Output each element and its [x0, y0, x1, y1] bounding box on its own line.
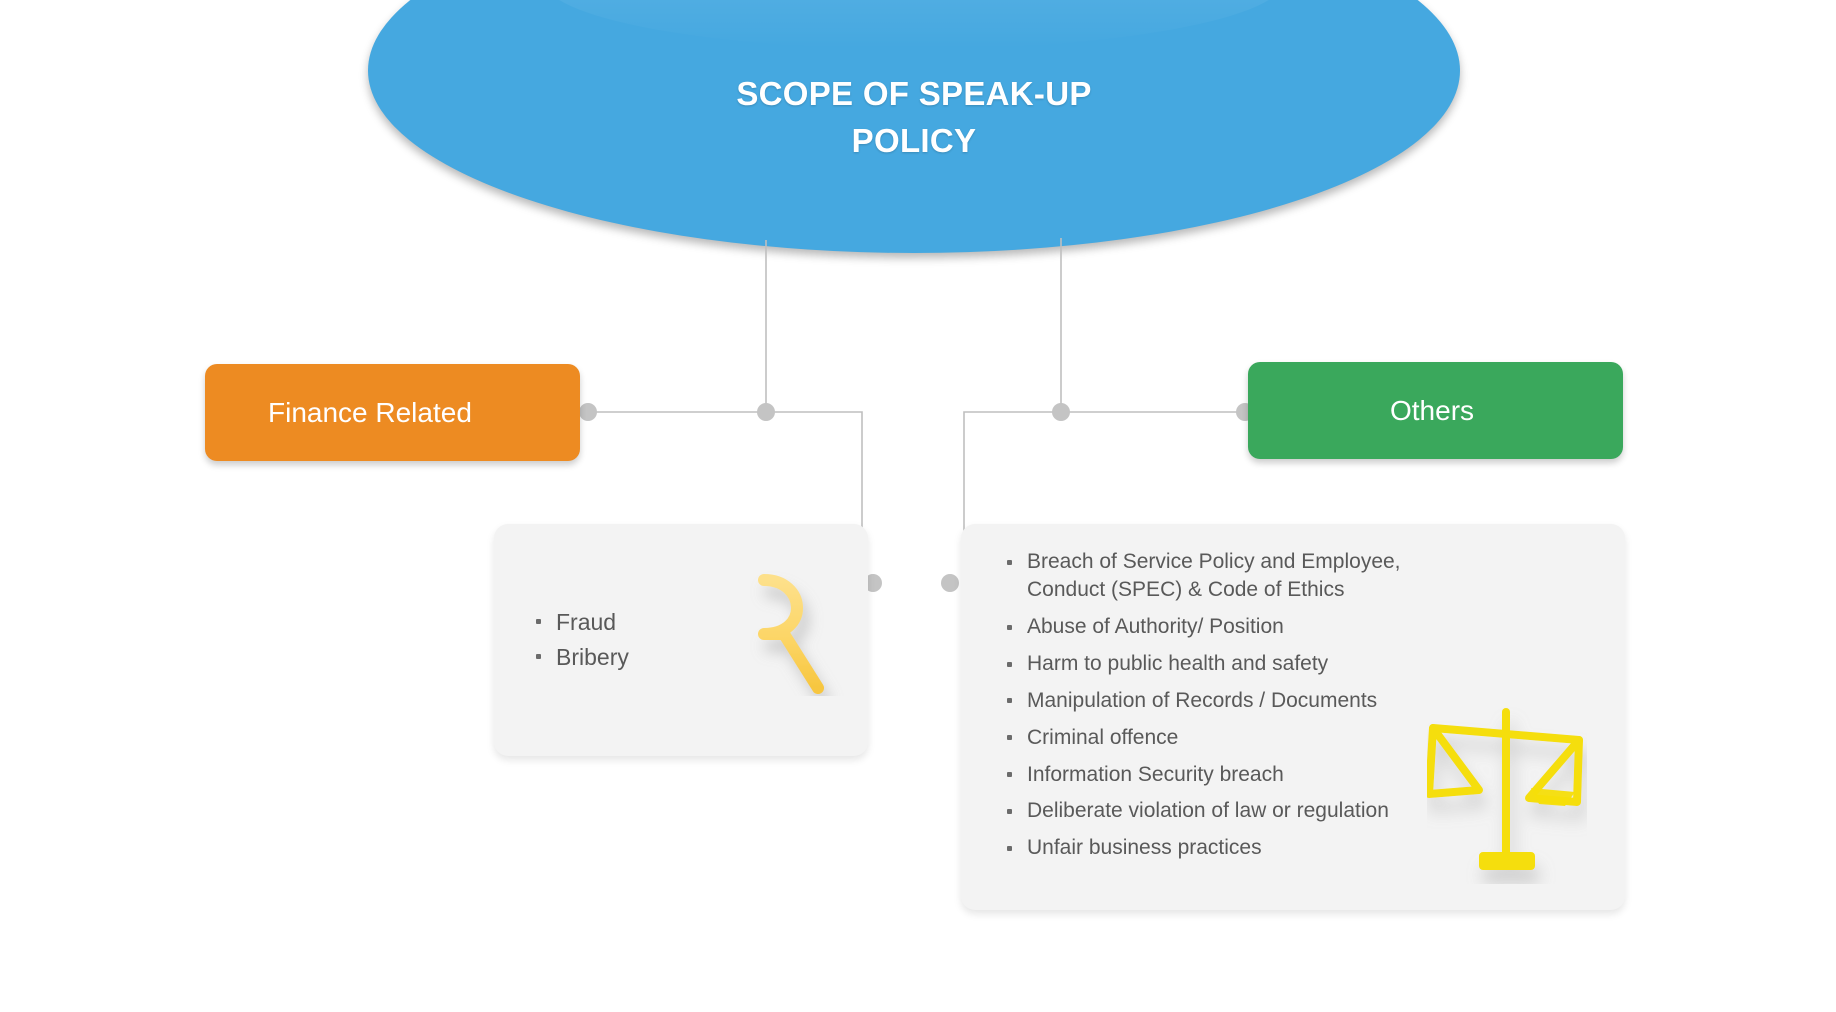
- detail-card-others: Breach of Service Policy and Employee, C…: [961, 524, 1625, 910]
- list-item: Harm to public health and safety: [1003, 650, 1423, 678]
- title-line-1: SCOPE OF SPEAK-UP: [736, 75, 1092, 113]
- ellipse-highlight: [542, 0, 1286, 49]
- category-pill-finance[interactable]: Finance Related: [205, 364, 580, 461]
- title-line-2: POLICY: [851, 122, 977, 160]
- scales-icon: [1427, 708, 1583, 870]
- list-item: Unfair business practices: [1003, 834, 1423, 862]
- list-item: Criminal offence: [1003, 724, 1423, 752]
- list-item: Information Security breach: [1003, 761, 1423, 789]
- list-item: Manipulation of Records / Documents: [1003, 687, 1423, 715]
- page-title: SCOPE OF SPEAK-UP POLICY: [634, 71, 1194, 253]
- category-pill-others[interactable]: Others: [1248, 362, 1623, 459]
- scales-pan-fill: [1531, 788, 1575, 806]
- list-item: Deliberate violation of law or regulatio…: [1003, 797, 1423, 825]
- detail-card-finance: Fraud Bribery: [494, 524, 868, 756]
- connector-dot-others-card: [941, 574, 959, 592]
- list-item: Abuse of Authority/ Position: [1003, 613, 1423, 641]
- title-ellipse: SCOPE OF SPEAK-UP POLICY: [368, 0, 1460, 253]
- connector-dot-right-junction: [1052, 403, 1070, 421]
- connector-dot-left-junction: [757, 403, 775, 421]
- list-item: Fraud: [532, 606, 629, 639]
- connector-dot-finance-pill: [579, 403, 597, 421]
- list-item: Bribery: [532, 641, 629, 674]
- list-item: Breach of Service Policy and Employee, C…: [1003, 548, 1423, 604]
- others-bullet-list: Breach of Service Policy and Employee, C…: [1003, 548, 1423, 871]
- category-pill-finance-label: Finance Related: [268, 396, 472, 428]
- rupee-icon: [750, 574, 836, 694]
- category-pill-others-label: Others: [1390, 394, 1475, 426]
- finance-bullet-list: Fraud Bribery: [532, 606, 629, 677]
